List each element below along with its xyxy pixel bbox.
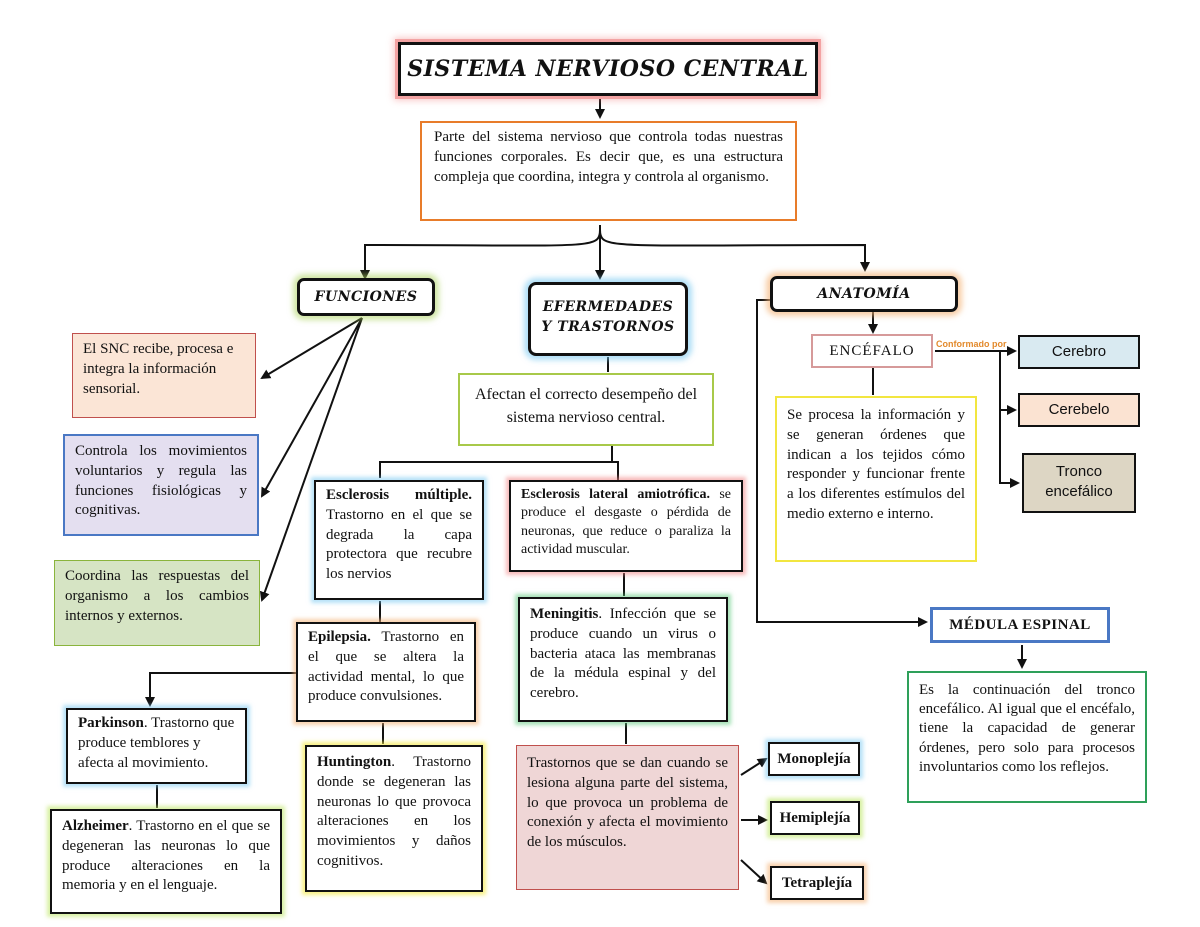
encefalo-label: ENCÉFALO <box>829 343 915 359</box>
enfermedades-label-1: EFERMEDADES <box>542 299 674 315</box>
ela-text: se produce el desgaste o pérdida de neur… <box>521 487 732 558</box>
funcion-item-3: Coordina las respuestas del organismo a … <box>54 560 260 646</box>
parkinson-name: Parkinson <box>78 715 144 731</box>
medula-label: MÉDULA ESPINAL <box>949 617 1091 633</box>
medula-box: MÉDULA ESPINAL <box>930 607 1110 643</box>
medula-description: Es la continuación del tronco encefálico… <box>907 671 1147 803</box>
esclerosis-multiple-text: Trastorno en el que se degrada la capa p… <box>326 506 472 583</box>
ela-name: Esclerosis lateral amiotrófica. <box>521 487 711 502</box>
esclerosis-multiple-box: Esclerosis múltiple. Trastorno en el que… <box>314 480 484 600</box>
huntington-text: . Trastorno donde se degeneran las neuro… <box>317 754 471 869</box>
enfermedades-label-2: Y TRASTORNOS <box>541 319 675 336</box>
parkinson-box: Parkinson. Trastorno que produce temblor… <box>66 708 247 784</box>
tronco-label: Tronco encefálico <box>1045 463 1113 501</box>
alzheimer-box: Alzheimer. Trastorno en el que se degene… <box>50 809 282 914</box>
cerebelo-box: Cerebelo <box>1018 393 1140 427</box>
epilepsia-box: Epilepsia. Trastorno en el que se altera… <box>296 622 476 722</box>
funcion-item-2: Controla los movimientos voluntarios y r… <box>63 434 259 536</box>
lesion-text: Trastornos que se dan cuando se lesiona … <box>527 755 728 851</box>
anatomia-header: ANATOMÍA <box>770 276 958 312</box>
alzheimer-text: . Trastorno en el que se degeneran las n… <box>62 818 270 894</box>
parkinson-text: . Trastorno que produce temblores y afec… <box>78 715 235 771</box>
funcion-item-2-text: Controla los movimientos voluntarios y r… <box>75 443 247 519</box>
funcion-item-1-text: El SNC recibe, procesa e integra la info… <box>83 341 234 397</box>
medula-description-text: Es la continuación del tronco encefálico… <box>919 682 1135 775</box>
epilepsia-name: Epilepsia. <box>308 629 371 645</box>
funcion-item-3-text: Coordina las respuestas del organismo a … <box>65 568 249 624</box>
epilepsia-text: Trastorno en el que se altera la activid… <box>308 629 464 705</box>
enfermedades-intro-text: Afectan el correcto desempeño del sistem… <box>474 386 698 427</box>
meningitis-name: Meningitis <box>530 606 599 622</box>
cerebelo-label: Cerebelo <box>1048 401 1110 418</box>
hemiplejia-label: Hemiplejía <box>779 810 851 826</box>
intro-text: Parte del sistema nervioso que controla … <box>434 129 783 185</box>
cerebro-box: Cerebro <box>1018 335 1140 369</box>
page-title: SISTEMA NERVIOSO CENTRAL <box>398 42 818 96</box>
anatomia-label: ANATOMÍA <box>817 286 911 302</box>
alzheimer-name: Alzheimer <box>62 818 129 834</box>
tetraplejia-label: Tetraplejía <box>781 875 853 891</box>
funciones-label: FUNCIONES <box>314 289 418 305</box>
encefalo-description: Se procesa la información y se generan ó… <box>775 396 977 562</box>
tronco-box: Tronco encefálico <box>1022 453 1136 513</box>
encefalo-box: ENCÉFALO <box>811 334 933 368</box>
cerebro-label: Cerebro <box>1051 343 1107 360</box>
encefalo-description-text: Se procesa la información y se generan ó… <box>787 407 965 522</box>
enfermedades-header: EFERMEDADES Y TRASTORNOS <box>528 282 688 356</box>
conformado-por-label: Conformado por <box>936 339 1007 349</box>
huntington-box: Huntington. Trastorno donde se degeneran… <box>305 745 483 892</box>
esclerosis-multiple-name: Esclerosis múltiple. <box>326 487 472 503</box>
hemiplejia-box: Hemiplejía <box>770 801 860 835</box>
meningitis-text: . Infección que se produce cuando un vir… <box>530 606 716 702</box>
title-text: SISTEMA NERVIOSO CENTRAL <box>407 56 809 82</box>
lesion-box: Trastornos que se dan cuando se lesiona … <box>516 745 739 890</box>
huntington-name: Huntington <box>317 754 392 770</box>
funciones-header: FUNCIONES <box>297 278 435 316</box>
ela-box: Esclerosis lateral amiotrófica. se produ… <box>509 480 743 572</box>
monoplejia-box: Monoplejía <box>768 742 860 776</box>
intro-box: Parte del sistema nervioso que controla … <box>420 121 797 221</box>
tetraplejia-box: Tetraplejía <box>770 866 864 900</box>
enfermedades-intro: Afectan el correcto desempeño del sistem… <box>458 373 714 446</box>
meningitis-box: Meningitis. Infección que se produce cua… <box>518 597 728 722</box>
funcion-item-1: El SNC recibe, procesa e integra la info… <box>72 333 256 418</box>
monoplejia-label: Monoplejía <box>777 751 851 767</box>
